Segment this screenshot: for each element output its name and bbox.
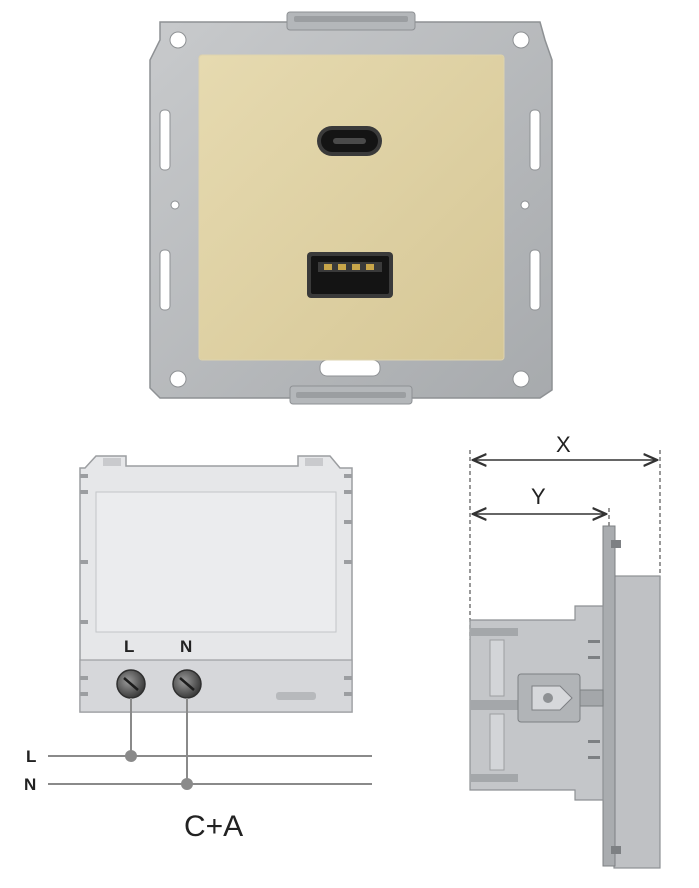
junction-n-dot bbox=[181, 778, 193, 790]
line-n-label: N bbox=[24, 775, 36, 794]
mounting-hole-bottom-left bbox=[169, 370, 187, 388]
line-l-label: L bbox=[26, 747, 36, 766]
terminal-l-label: L bbox=[124, 637, 134, 656]
module-type-label: C+A bbox=[184, 810, 243, 843]
usb-c-port-icon bbox=[317, 126, 382, 156]
mounting-hole-top-right bbox=[512, 31, 530, 49]
cover-plate bbox=[198, 54, 505, 361]
dimension-guides bbox=[469, 450, 661, 640]
module-back-body bbox=[79, 455, 353, 713]
module-side-view bbox=[469, 525, 661, 869]
junction-l-dot bbox=[125, 750, 137, 762]
usb-a-port-icon bbox=[307, 252, 393, 298]
mounting-hole-top-left bbox=[169, 31, 187, 49]
terminal-n-label: N bbox=[180, 637, 192, 656]
wiring-lines bbox=[48, 698, 372, 785]
mounting-hole-bottom-right bbox=[512, 370, 530, 388]
dimension-y-label: Y bbox=[531, 484, 546, 509]
dimension-x-label: X bbox=[556, 432, 571, 457]
